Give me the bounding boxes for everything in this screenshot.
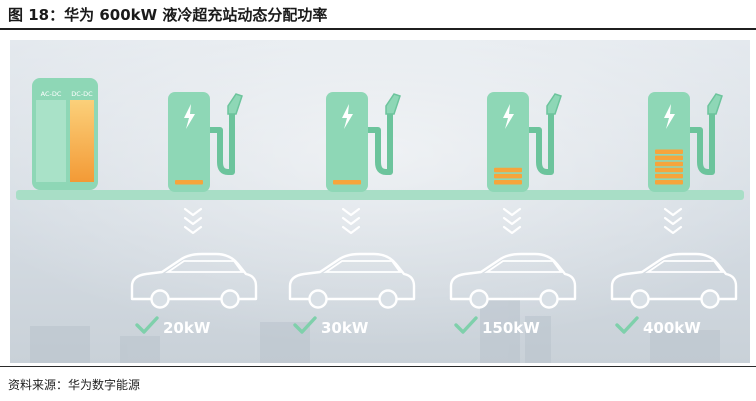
chevron-down-icon [183,216,203,226]
chevron-down-icon [341,216,361,226]
chevron-down-icon [341,225,361,235]
power-unit-cabinet: AC-DC DC-DC [32,78,98,190]
power-level-bar [655,180,683,185]
car-wheel [630,289,650,309]
background-haze [10,40,750,363]
title-rule [0,28,756,30]
figure-title: 图 18：华为 600kW 液冷超充站动态分配功率 [8,6,328,24]
chevron-down-icon [502,207,522,217]
lightning-icon [503,104,514,129]
charger-cable [366,112,393,175]
diagram-panel: AC-DC DC-DC 20kW 30kW 150kW 400kW [10,40,750,363]
lightning-icon [342,104,353,129]
chevron-down-icon [663,225,683,235]
power-level-bar [333,180,361,185]
charging-gun [707,93,723,115]
charging-gun [227,93,243,115]
charger-4: 400kW [610,92,738,337]
chevron-down-icon [502,225,522,235]
ac-dc-label: AC-DC [41,90,62,98]
charger-pillar [326,92,368,192]
power-label: 400kW [643,319,701,337]
lightning-icon [184,104,195,129]
check-icon [615,316,639,334]
power-level-bar [655,167,683,173]
car-wheel [220,289,240,309]
chevron-down-icon [502,216,522,226]
power-label: 150kW [482,319,540,337]
car-wheel [378,289,398,309]
charger-1: 20kW [130,92,258,337]
background-skyline [30,298,720,363]
car-wheel [539,289,559,309]
diagram-canvas: AC-DC DC-DC 20kW 30kW 150kW 400kW [10,40,750,363]
car-window [323,260,402,273]
lightning-icon [664,104,675,129]
car-wheel [308,289,328,309]
check-icon [135,316,159,334]
car-body [288,252,416,301]
check-icon [293,316,317,334]
car-wheel [700,289,720,309]
power-label: 30kW [321,319,369,337]
charger-cable [688,112,715,175]
charger-pillar [648,92,690,192]
car-window [484,260,563,273]
power-level-bar [494,167,522,173]
car-wheel [150,289,170,309]
power-level-bar [655,173,683,179]
check-icon [454,316,478,334]
charger-cable [208,112,235,175]
chevron-down-icon [663,216,683,226]
car-body [610,252,738,301]
charger-group: 20kW 30kW 150kW 400kW [130,92,738,337]
power-bus-line [16,190,744,200]
chevron-down-icon [663,207,683,217]
charging-gun [385,93,401,115]
car-wheel [469,289,489,309]
power-level-bar [655,161,683,167]
car-body [130,252,258,301]
charger-cable [527,112,554,175]
car-window [645,260,724,273]
power-level-bar [494,180,522,185]
car-body [449,252,577,301]
chevron-down-icon [183,225,203,235]
charger-2: 30kW [288,92,416,337]
power-level-bar [494,173,522,179]
source-note: 资料来源：华为数字能源 [8,378,141,392]
chevron-down-icon [183,207,203,217]
power-level-bar [655,155,683,161]
charger-pillar [487,92,529,192]
chevron-down-icon [341,207,361,217]
dc-dc-label: DC-DC [71,90,93,98]
charger-3: 150kW [449,92,577,337]
charger-pillar [168,92,210,192]
power-level-bar [655,149,683,154]
car-window [165,260,244,273]
power-label: 20kW [163,319,211,337]
power-level-bar [175,180,203,185]
source-rule [0,366,756,367]
charging-gun [546,93,562,115]
